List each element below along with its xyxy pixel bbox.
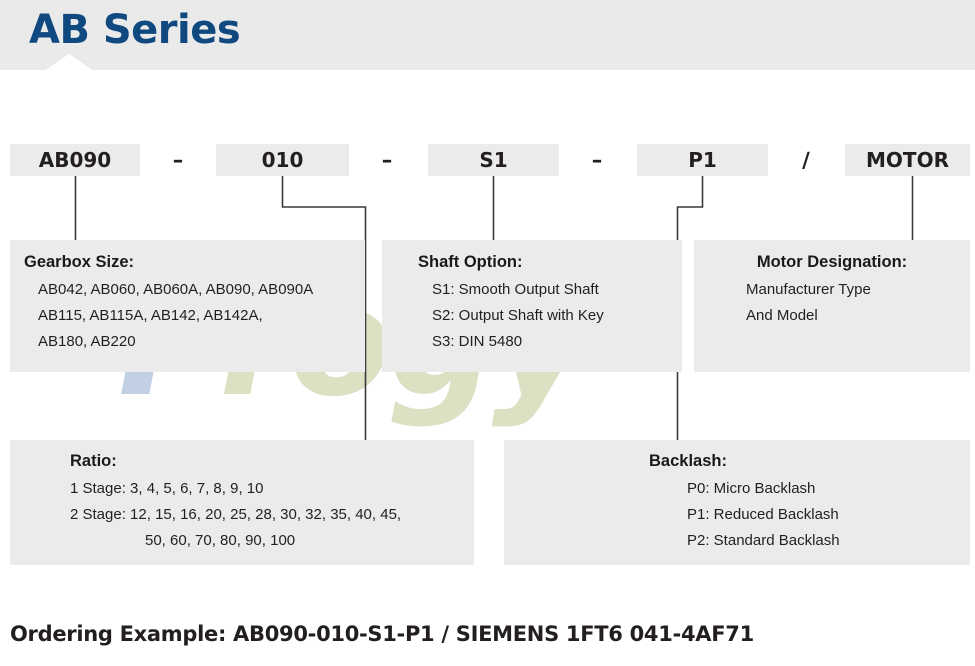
header-banner: AB Series [0, 0, 975, 70]
description-box-backlash: Backlash: P0: Micro Backlash P1: Reduced… [504, 440, 970, 565]
shaft-option-line: S1: Smooth Output Shaft [432, 281, 599, 298]
ordering-example-text: Ordering Example: AB090-010-S1-P1 / SIEM… [10, 622, 754, 646]
banner-notch-triangle [44, 54, 94, 71]
backlash-line: P1: Reduced Backlash [687, 506, 839, 523]
page-title: AB Series [29, 7, 241, 53]
connector-ratio [281, 176, 367, 440]
code-separator-dash-3: – [591, 148, 603, 172]
gearbox-size-title: Gearbox Size: [24, 253, 135, 271]
ratio-line: 2 Stage: 12, 15, 16, 20, 25, 28, 30, 32,… [70, 506, 402, 523]
ratio-line: 1 Stage: 3, 4, 5, 6, 7, 8, 9, 10 [70, 480, 264, 497]
code-separator-dash-2: – [381, 148, 393, 172]
motor-designation-line: And Model [746, 307, 818, 324]
ratio-title: Ratio: [70, 452, 117, 470]
motor-designation-title: Motor Designation: [756, 253, 908, 271]
code-segment-motor[interactable]: MOTOR [845, 144, 970, 176]
description-box-shaft-option: Shaft Option: S1: Smooth Output Shaft S2… [382, 240, 682, 372]
shaft-option-line: S2: Output Shaft with Key [432, 307, 604, 324]
code-segment-backlash[interactable]: P1 [637, 144, 768, 176]
ordering-code-row: AB090 – 010 – S1 – P1 ∕ MOTOR [0, 144, 975, 176]
code-segment-gearbox-size[interactable]: AB090 [10, 144, 140, 176]
description-box-gearbox-size: Gearbox Size: AB042, AB060, AB060A, AB09… [10, 240, 365, 372]
gearbox-size-line: AB180, AB220 [38, 333, 136, 350]
code-separator-dash-1: – [172, 148, 184, 172]
gearbox-size-line: AB115, AB115A, AB142, AB142A, [38, 307, 263, 324]
description-box-motor-designation: Motor Designation: Manufacturer Type And… [694, 240, 970, 372]
gearbox-size-line: AB042, AB060, AB060A, AB090, AB090A [38, 281, 314, 298]
code-segment-shaft-option[interactable]: S1 [428, 144, 559, 176]
backlash-line: P0: Micro Backlash [687, 480, 816, 497]
backlash-line: P2: Standard Backlash [687, 532, 840, 549]
motor-designation-line: Manufacturer Type [746, 281, 871, 298]
code-segment-ratio[interactable]: 010 [216, 144, 349, 176]
ratio-line-continuation: 50, 60, 70, 80, 90, 100 [145, 532, 296, 549]
code-separator-slash: ∕ [802, 148, 810, 172]
backlash-title: Backlash: [649, 452, 727, 470]
shaft-option-line: S3: DIN 5480 [432, 333, 523, 350]
shaft-option-title: Shaft Option: [418, 253, 523, 271]
description-box-ratio: Ratio: 1 Stage: 3, 4, 5, 6, 7, 8, 9, 10 … [10, 440, 474, 565]
